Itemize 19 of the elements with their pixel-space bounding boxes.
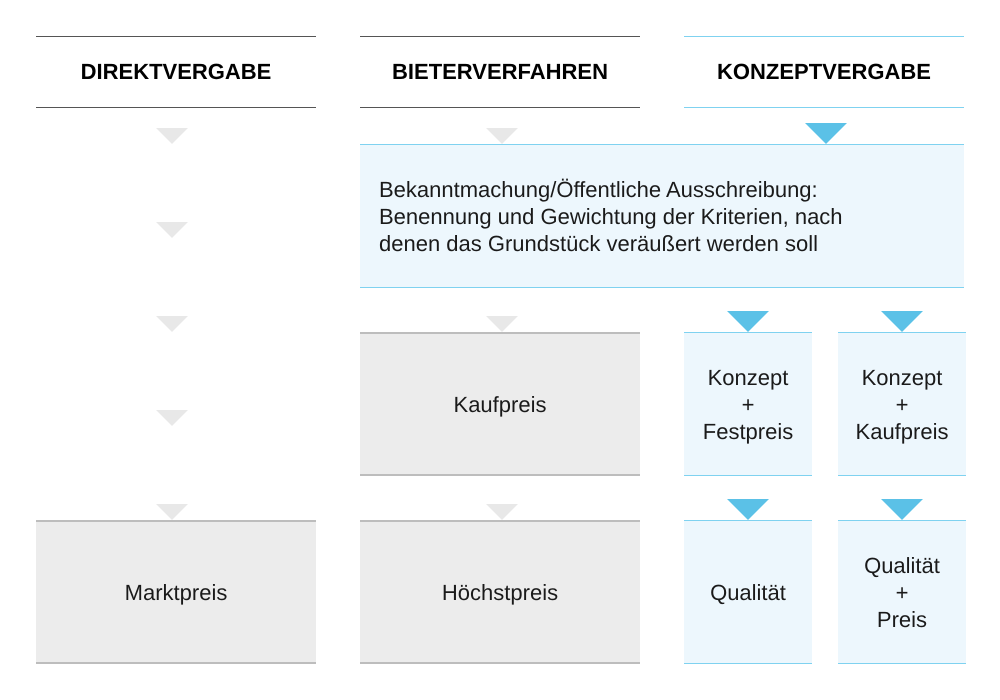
box-text: Konzept + Festpreis <box>702 364 794 444</box>
process-box <box>36 520 316 664</box>
box-text: Marktpreis <box>124 578 228 606</box>
box-text: Kaufpreis <box>454 390 546 418</box>
box-text: Höchstpreis <box>442 578 558 606</box>
box-text: Qualität + Preis <box>864 552 940 632</box>
box-text: Bekanntmachung/Öffentliche Ausschreibung: Benennung und Gewichtung der Kriterien, nach denen das Grundstück veräußert werden soll <box>379 176 844 256</box>
box-text: Konzept + Kaufpreis <box>856 364 948 444</box>
process-box <box>360 144 964 288</box>
process-box <box>684 332 812 476</box>
header-title: KONZEPTVERGABE <box>717 58 931 86</box>
process-box <box>838 332 966 476</box>
process-box <box>360 332 640 476</box>
process-box <box>838 520 966 664</box>
header-title: DIREKTVERGABE <box>80 58 272 86</box>
process-box <box>684 520 812 664</box>
header-title: BIETERVERFAHREN <box>392 58 608 86</box>
process-box <box>360 520 640 664</box>
box-text: Qualität <box>710 578 786 606</box>
